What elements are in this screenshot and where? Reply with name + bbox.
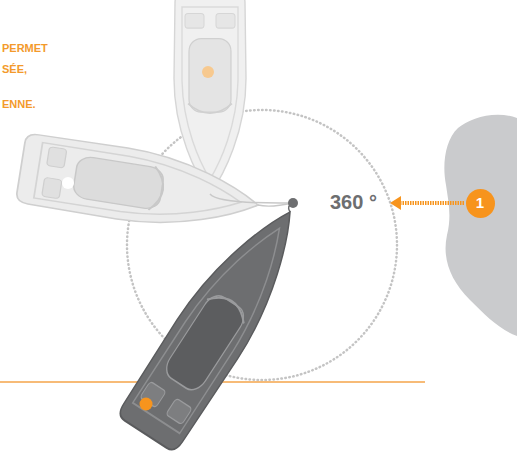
heading-fragment: ENNE. (2, 98, 36, 111)
pivot-point (288, 198, 298, 208)
callout-text: 1 (476, 194, 484, 212)
mooring-rope (258, 203, 293, 206)
boat-faded (15, 132, 263, 241)
seat-dot (202, 66, 214, 78)
callout-number: 1 (466, 189, 495, 218)
mooring-rope (210, 194, 293, 203)
rotation-angle: 360 ° (328, 190, 379, 214)
seat-dot (62, 177, 74, 189)
heading-fragment: PERMET (2, 42, 48, 55)
seat-dot (140, 398, 153, 411)
arrow-head (390, 196, 401, 210)
heading-fragment: SÉE, (2, 63, 27, 76)
direction-arrow (400, 201, 464, 205)
shore-shape (444, 115, 517, 336)
boat-active (116, 192, 321, 453)
